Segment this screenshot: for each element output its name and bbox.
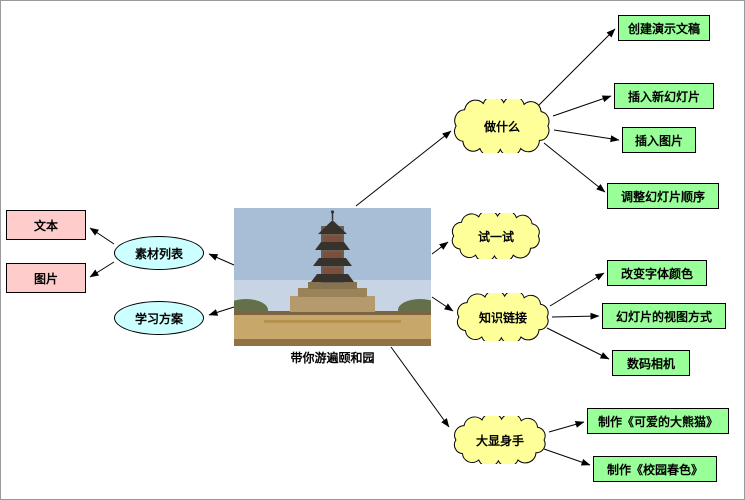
connector-knowledge-links-to-slide-view-modes bbox=[551, 312, 600, 320]
connector-what-to-do-to-adjust-slide-order bbox=[543, 142, 606, 193]
item-slide-view-modes[interactable]: 幻灯片的视图方式 bbox=[602, 303, 726, 329]
central-topic-node[interactable]: 带你游遍颐和园 bbox=[234, 208, 431, 366]
connector-knowledge-links-to-digital-camera bbox=[546, 327, 610, 360]
topic-show-skills[interactable]: 大显身手 bbox=[451, 416, 549, 464]
item-make-campus-spring-label: 制作《校园春色》 bbox=[606, 462, 703, 477]
item-slide-view-modes-label: 幻灯片的视图方式 bbox=[615, 309, 712, 324]
connector-material-list-to-text bbox=[89, 227, 115, 245]
topic-try-it-label: 试一试 bbox=[477, 229, 514, 244]
item-picture-label: 图片 bbox=[33, 271, 58, 286]
item-adjust-slide-order[interactable]: 调整幻灯片顺序 bbox=[607, 183, 719, 209]
item-change-font-color-label: 改变字体颜色 bbox=[620, 266, 693, 281]
connector-what-to-do-to-create-presentation bbox=[538, 28, 616, 106]
connector-what-to-do-to-insert-picture bbox=[553, 129, 620, 143]
item-adjust-slide-order-label: 调整幻灯片顺序 bbox=[620, 189, 705, 204]
connector-central-to-what-to-do bbox=[355, 130, 452, 207]
cloud-shape bbox=[449, 213, 543, 259]
item-insert-new-slide[interactable]: 插入新幻灯片 bbox=[614, 83, 714, 109]
item-text[interactable]: 文本 bbox=[6, 210, 86, 240]
connector-show-skills-to-campus-spring bbox=[543, 448, 591, 466]
topic-study-plan-label: 学习方案 bbox=[134, 311, 183, 326]
item-digital-camera[interactable]: 数码相机 bbox=[612, 350, 690, 376]
topic-what-to-do[interactable]: 做什么 bbox=[451, 99, 553, 153]
item-text-label: 文本 bbox=[33, 218, 58, 233]
item-insert-new-slide-label: 插入新幻灯片 bbox=[627, 89, 700, 104]
topic-material-list-label: 素材列表 bbox=[134, 246, 183, 261]
topic-knowledge-links[interactable]: 知识链接 bbox=[454, 293, 552, 341]
topic-study-plan[interactable]: 学习方案 bbox=[114, 301, 204, 335]
connector-show-skills-to-cute-panda bbox=[548, 420, 585, 433]
item-insert-picture-label: 插入图片 bbox=[634, 133, 683, 148]
item-create-presentation[interactable]: 创建演示文稿 bbox=[618, 15, 710, 41]
cloud-shape bbox=[451, 99, 553, 153]
item-picture[interactable]: 图片 bbox=[6, 263, 86, 293]
item-make-cute-panda[interactable]: 制作《可爱的大熊猫》 bbox=[587, 408, 729, 434]
connector-what-to-do-to-insert-new-slide bbox=[552, 95, 612, 117]
topic-what-to-do-label: 做什么 bbox=[483, 119, 520, 134]
connector-central-to-study-plan bbox=[208, 306, 235, 316]
central-topic-caption: 带你游遍颐和园 bbox=[290, 351, 375, 365]
item-create-presentation-label: 创建演示文稿 bbox=[627, 21, 700, 36]
connector-central-to-knowledge-links bbox=[431, 296, 454, 312]
item-digital-camera-label: 数码相机 bbox=[626, 356, 675, 371]
topic-knowledge-links-label: 知识链接 bbox=[478, 310, 527, 325]
connector-knowledge-links-to-change-font-color bbox=[549, 272, 605, 307]
connector-material-list-to-picture bbox=[89, 261, 115, 278]
cloud-shape bbox=[451, 416, 549, 464]
summer-palace-photo bbox=[234, 208, 431, 346]
topic-try-it[interactable]: 试一试 bbox=[449, 213, 543, 259]
item-change-font-color[interactable]: 改变字体颜色 bbox=[607, 260, 707, 286]
topic-material-list[interactable]: 素材列表 bbox=[114, 236, 204, 270]
item-make-campus-spring[interactable]: 制作《校园春色》 bbox=[593, 456, 717, 482]
cloud-shape bbox=[454, 293, 552, 341]
item-insert-picture[interactable]: 插入图片 bbox=[622, 127, 696, 153]
topic-show-skills-label: 大显身手 bbox=[475, 433, 524, 448]
item-make-cute-panda-label: 制作《可爱的大熊猫》 bbox=[597, 414, 718, 429]
connector-central-to-material-list bbox=[208, 253, 235, 266]
connector-central-to-try-it bbox=[431, 241, 449, 255]
